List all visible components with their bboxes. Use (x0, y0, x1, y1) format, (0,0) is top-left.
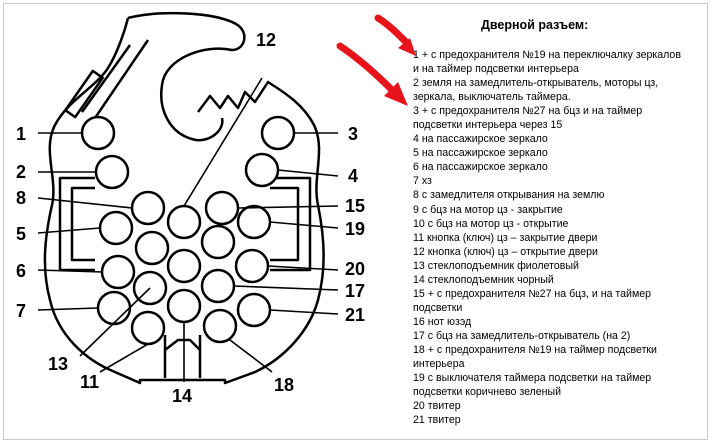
connector-outline (43, 17, 325, 385)
pin-label-20: 20 (345, 259, 365, 279)
pin-2 (94, 154, 130, 190)
pin-label-5: 5 (16, 224, 26, 244)
pin-12 (166, 204, 202, 240)
legend-line: 18 + с предохранителя №19 на таймер подс… (413, 343, 657, 356)
pin-label-18: 18 (274, 375, 294, 395)
legend-line: 12 кнопка (ключ) цз – открытие двери (413, 245, 598, 258)
connector-diagram: 1 2 8 5 6 7 12 3 4 15 19 20 17 21 13 11 … (16, 11, 365, 406)
pin-5 (98, 210, 134, 246)
pin-14 (166, 288, 202, 324)
pin-label-12: 12 (256, 30, 276, 50)
pin-label-6: 6 (16, 261, 26, 281)
legend-line: 7 хз (413, 175, 432, 188)
pin-16 (166, 248, 202, 284)
pin-17 (200, 268, 236, 304)
legend-line: зеркала, выключатель таймера. (413, 91, 571, 104)
legend-list: 1 + с предохранителя №19 на переключалку… (413, 48, 708, 427)
pin-label-14: 14 (172, 386, 192, 406)
legend-line: 11 кнопка (ключ) цз – закрытие двери (413, 231, 598, 244)
legend-line: 5 на пассажирское зеркало (413, 147, 548, 160)
pin-label-17: 17 (345, 281, 365, 301)
legend-line: 10 с бцз на мотор цз - открытие (413, 217, 569, 230)
pin-11 (130, 310, 166, 346)
connector-hook (127, 11, 246, 142)
pin-7 (96, 290, 132, 326)
legend-line: интерьера (413, 358, 465, 371)
legend-line: 20 твитер (413, 400, 461, 413)
pin-1 (80, 115, 116, 151)
legend-line: подсветки коричнево зеленый (413, 386, 562, 399)
legend-line: 16 нот юзэд (413, 315, 472, 328)
pin-4 (244, 152, 280, 188)
pin-label-15: 15 (345, 196, 365, 216)
legend-line: 15 + с предохранителя №27 на бцз, и на т… (413, 287, 652, 300)
legend-line: подсветки интерьера через 15 (413, 119, 563, 132)
pin-label-19: 19 (345, 219, 365, 239)
legend-title: Дверной разъем: (481, 18, 589, 32)
pin-19 (236, 204, 272, 240)
pin-15 (204, 190, 240, 226)
pin-label-11: 11 (80, 372, 99, 392)
pin-label-1: 1 (16, 124, 26, 144)
legend-line: 1 + с предохранителя №19 на переключалку… (413, 49, 681, 61)
connector-drawing: 1 2 8 5 6 7 12 3 4 15 19 20 17 21 13 11 … (16, 11, 365, 406)
pin-label-3: 3 (348, 124, 358, 144)
pin-3 (260, 115, 296, 151)
legend-line: 2 земля на замедлитель-открыватель, мото… (413, 77, 659, 90)
pin-label-13: 13 (48, 354, 68, 374)
legend-line: 17 с бцз на замедлитель-открыватель (на … (413, 329, 631, 342)
pin-label-8: 8 (16, 188, 26, 208)
legend-line: 6 на пассажирское зеркало (413, 161, 548, 174)
legend-line: 13 стеклоподъемник фиолетовый (413, 259, 579, 272)
red-arrow-icon (336, 42, 408, 106)
legend-line: 8 с замедлителя открывания на землю (413, 189, 605, 202)
pin-18 (202, 308, 238, 344)
legend-line: подсветки (413, 301, 463, 314)
red-arrow-icon (374, 14, 416, 56)
legend-line: 21 твитер (413, 414, 461, 427)
pin-label-21: 21 (345, 305, 365, 325)
legend-line: 14 стеклоподъемник чорный (413, 273, 554, 286)
image-frame (3, 3, 708, 440)
legend-line: 9 с бцз на мотор цз - закрытие (413, 203, 563, 216)
pin-label-4: 4 (348, 166, 358, 186)
legend-line: и на таймер подсветки интерьера (413, 63, 579, 76)
pin-label-7: 7 (16, 301, 26, 321)
pin-8 (130, 190, 166, 226)
pin-10 (200, 224, 236, 260)
legend-line: 19 с выключателя таймера подсветки на та… (413, 372, 652, 385)
pin-9 (134, 230, 170, 266)
legend-line: 3 + с предохранителя №27 на бцз и на тай… (413, 105, 643, 118)
legend-line: 4 на пассажирское зеркало (413, 133, 548, 146)
pin-21 (236, 292, 272, 328)
pin-6 (100, 254, 136, 290)
pin-label-2: 2 (16, 162, 26, 182)
pin-20 (234, 248, 270, 284)
